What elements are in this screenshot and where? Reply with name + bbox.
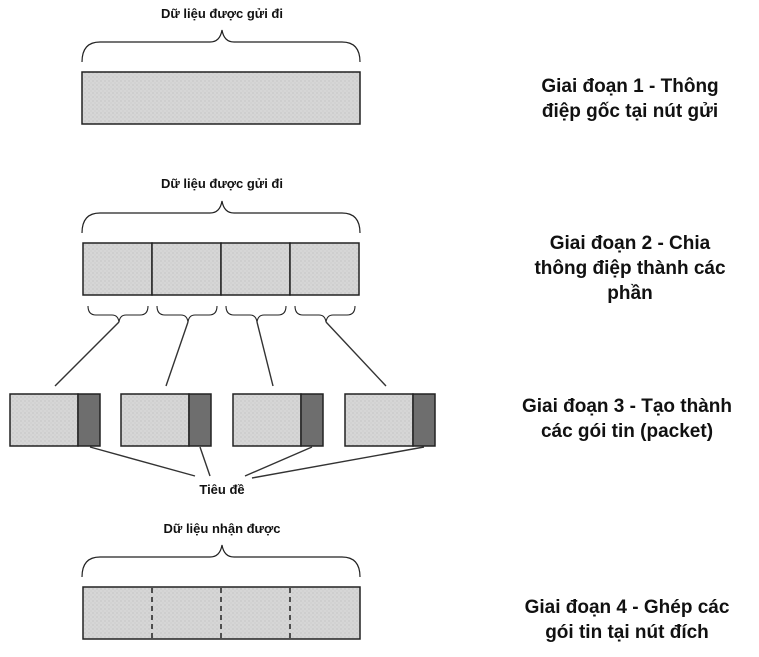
- packet-3: [232, 393, 324, 447]
- part-brace-2: [156, 305, 218, 323]
- packet-4: [344, 393, 436, 447]
- stage2-part-1: [82, 242, 153, 296]
- stage2-brace: [81, 200, 361, 234]
- stage1-message-block: [81, 71, 361, 125]
- connector-3: [256, 321, 274, 387]
- stage3-title: Giai đoạn 3 - Tạo thành các gói tin (pac…: [521, 396, 733, 442]
- stage2-part-3: [220, 242, 291, 296]
- header-pointer-lines: [89, 446, 425, 479]
- packet-2: [120, 393, 212, 447]
- part-to-packet-lines: [54, 321, 387, 387]
- part-braces: [87, 305, 356, 323]
- packet-1-data: [9, 393, 79, 447]
- stage2-part-4: [289, 242, 360, 296]
- header-label: Tiêu đề: [199, 482, 245, 497]
- stage1-title: Giai đoạn 1 - Thông điệp gốc tại nút gửi: [541, 76, 719, 122]
- packet-1: [9, 393, 101, 447]
- stage2-part-2: [151, 242, 222, 296]
- stage2-title: Giai đoạn 2 - Chia thông điệp thành các …: [534, 233, 726, 304]
- connector-4: [325, 321, 387, 387]
- packet-3-data: [232, 393, 302, 447]
- stage4-title: Giai đoạn 4 - Ghép các gói tin tại nút đ…: [524, 597, 730, 643]
- header-pointer-1: [89, 446, 196, 477]
- connector-2: [165, 321, 189, 387]
- stage1-data-label: Dữ liệu được gửi đi: [161, 6, 283, 21]
- stage2-parts: [82, 242, 360, 296]
- stage4-data-label: Dữ liệu nhận được: [163, 521, 281, 536]
- packet-3-header: [300, 393, 324, 447]
- stage3-packets: [9, 393, 436, 447]
- stage4-reassembled-block: [82, 586, 361, 640]
- header-pointer-4: [251, 446, 425, 479]
- part-brace-3: [225, 305, 287, 323]
- stage1-brace: [81, 29, 361, 63]
- packet-2-header: [188, 393, 212, 447]
- packet-4-data: [344, 393, 414, 447]
- part-brace-1: [87, 305, 149, 323]
- packet-4-header: [412, 393, 436, 447]
- connector-1: [54, 321, 120, 387]
- packet-1-header: [77, 393, 101, 447]
- packet-2-data: [120, 393, 190, 447]
- stage4-brace: [81, 544, 361, 578]
- stage2-data-label: Dữ liệu được gửi đi: [161, 176, 283, 191]
- header-pointer-2: [199, 446, 211, 477]
- header-pointer-3: [244, 446, 313, 477]
- part-brace-4: [294, 305, 356, 323]
